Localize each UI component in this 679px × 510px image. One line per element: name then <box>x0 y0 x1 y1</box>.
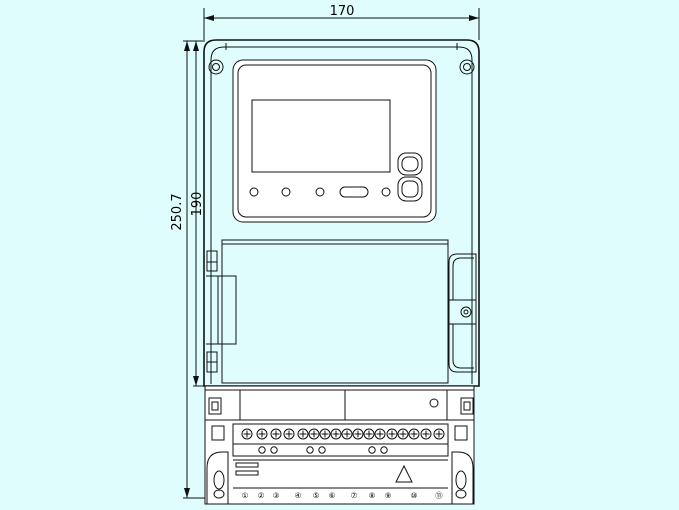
terminal-screw-icon <box>408 428 420 440</box>
optical-port-top-icon <box>397 152 423 176</box>
terminal-screw-icon <box>420 428 432 440</box>
terminal-number-label: ④ <box>295 491 302 500</box>
terminal-screw-icon <box>363 428 375 440</box>
button-slot <box>339 186 369 198</box>
body-height-dimension: 190 <box>190 41 207 387</box>
terminal-screw-icon <box>283 428 295 440</box>
meter-housing <box>203 39 480 387</box>
width-dimension-label: 170 <box>330 4 355 19</box>
aux-screw-icon <box>306 446 314 454</box>
terminal-number-label: ② <box>258 491 265 500</box>
aux-screw-icon <box>380 446 388 454</box>
seal-screw-icon <box>460 306 472 318</box>
overall-height-dimension: 250.7 <box>170 40 210 499</box>
terminal-screw-icon <box>297 428 309 440</box>
terminal-screw-icon <box>256 428 268 440</box>
lcd-window <box>251 99 391 173</box>
body-height-label: 190 <box>190 192 205 217</box>
optical-port-bottom-icon <box>397 176 423 202</box>
left-mount-hole-icon <box>213 470 225 499</box>
terminal-screw-icon <box>433 428 445 440</box>
terminal-number-label: ① <box>242 491 249 500</box>
terminal-screw-icon <box>308 428 320 440</box>
button-3 <box>315 187 325 197</box>
terminal-screw-icon <box>330 428 342 440</box>
terminal-number-label: ③ <box>273 491 280 500</box>
lower-body <box>206 239 477 384</box>
aux-screw-icon <box>318 446 326 454</box>
top-right-screw-icon <box>459 59 475 75</box>
terminal-screw-icon <box>374 428 386 440</box>
terminal-number-label: ⑪ <box>435 491 443 500</box>
button-4 <box>381 187 391 197</box>
aux-screw-icon <box>368 446 376 454</box>
aux-screw-icon <box>258 446 266 454</box>
terminal-number-label: ⑤ <box>313 491 320 500</box>
terminal-screw-icon <box>341 428 353 440</box>
terminal-number-label: ⑩ <box>411 491 418 500</box>
terminal-number-label: ⑥ <box>329 491 336 500</box>
width-dimension: 170 <box>203 4 480 40</box>
terminal-screw-icon <box>386 428 398 440</box>
terminal-screws <box>241 428 445 454</box>
terminal-screw-icon <box>270 428 282 440</box>
overall-height-label: 250.7 <box>170 193 185 230</box>
button-1 <box>249 187 259 197</box>
right-mount-hole-icon <box>455 470 467 499</box>
display-panel <box>232 59 437 223</box>
top-left-screw-icon <box>208 59 224 75</box>
cover-hole-icon <box>429 398 439 408</box>
terminal-number-label: ⑨ <box>385 491 392 500</box>
terminal-cover <box>204 385 475 505</box>
terminal-screw-icon <box>397 428 409 440</box>
terminal-screw-icon <box>241 428 253 440</box>
button-2 <box>281 187 291 197</box>
terminal-number-label: ⑦ <box>351 491 358 500</box>
terminal-screw-icon <box>319 428 331 440</box>
aux-screw-icon <box>270 446 278 454</box>
warning-triangle-icon <box>395 464 413 483</box>
terminal-number-label: ⑧ <box>369 491 376 500</box>
terminal-screw-icon <box>352 428 364 440</box>
